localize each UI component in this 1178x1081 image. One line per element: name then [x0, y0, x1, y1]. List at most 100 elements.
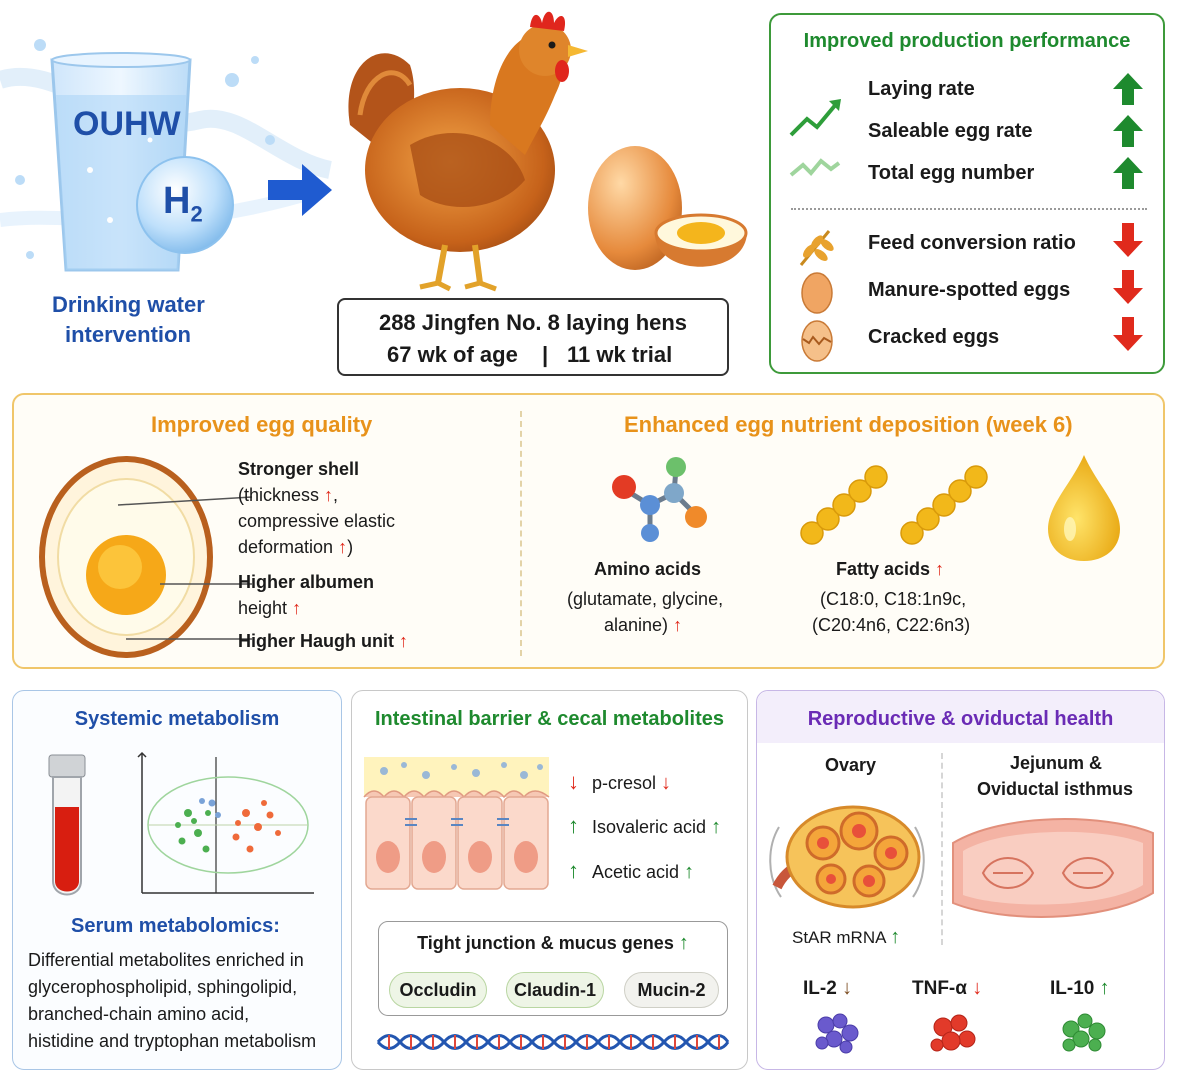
isovaleric-row: Isovaleric acid ↑ [592, 816, 721, 839]
shell-title: Stronger shell [238, 459, 360, 479]
trial-age: 67 wk of age [387, 342, 518, 367]
isovaleric-left-arrow: ↑ [568, 813, 579, 838]
trend-up-icon [789, 99, 841, 177]
amino-acids-line-2: alanine) ↑ [604, 615, 682, 636]
acetic-left-arrow: ↑ [568, 858, 579, 883]
haugh-unit-text: Higher Haugh unit [238, 631, 394, 651]
trial-separator: | [542, 342, 549, 367]
shell-line-3: deformation ↑) [238, 537, 353, 558]
cytokine-tnf: TNF-α ↓ [912, 977, 982, 1000]
il2-label: IL-2 [803, 978, 837, 999]
green-up-arrow-icon: ↑ [684, 861, 695, 883]
jejunum-label-1: Jejunum & [1009, 753, 1102, 773]
isovaleric-label: Isovaleric acid [592, 817, 707, 837]
intestinal-villi-icon [363, 757, 550, 890]
systemic-panel: Systemic metabolism Serum metabolomics: … [12, 690, 342, 1070]
production-divider [791, 208, 1147, 210]
egg-icon [801, 272, 833, 314]
reproductive-divider [941, 753, 943, 945]
trial-duration: 11 wk trial [567, 342, 673, 367]
amino-acid-molecule-icon [612, 457, 707, 542]
green-up-arrow-icon: ↑ [711, 816, 722, 838]
intervention-caption-1: Drinking water [52, 292, 205, 317]
red-down-arrow-icon: ↓ [972, 977, 983, 999]
genes-box: Tight junction & mucus genes ↑ Occludin … [378, 921, 728, 1016]
green-up-arrow-icon: ↑ [678, 932, 689, 954]
h2-letter: H [163, 180, 191, 222]
down-arrow-icon [1113, 223, 1143, 351]
trial-line-1: 288 Jingfen No. 8 laying hens [378, 310, 688, 335]
h2-subscript: 2 [190, 201, 203, 227]
gene-claudin-1: Claudin-1 [506, 972, 604, 1008]
shell-line-2: compressive elastic [238, 511, 396, 531]
eggs-icon [588, 146, 748, 270]
total-egg-number-label: Total egg number [868, 162, 1035, 184]
shell-line-3-paren: ) [347, 537, 354, 557]
oviduct-tissue-icon [952, 818, 1154, 918]
up-arrow-icon [1113, 73, 1143, 189]
cracked-egg-icon [801, 320, 833, 362]
cracked-eggs-label: Cracked eggs [868, 326, 1000, 348]
red-down-arrow-icon: ↓ [661, 772, 672, 794]
reproductive-header-band [757, 691, 1164, 743]
nutrients-title: Enhanced egg nutrient deposition (week 6… [624, 412, 1073, 437]
red-up-arrow-icon: ↑ [338, 537, 348, 557]
egg-quality-panel: Improved egg quality Enhanced egg nutrie… [12, 393, 1165, 669]
green-up-arrow-icon: ↑ [890, 926, 901, 948]
hen-icon [348, 11, 588, 292]
reproductive-title: Reproductive & oviductal health [807, 708, 1114, 730]
water-splash-icon [0, 39, 333, 272]
haugh-unit: Higher Haugh unit ↑ [238, 631, 408, 652]
production-panel: Improved production performance Laying r… [769, 13, 1165, 374]
genes-title: Tight junction & mucus genes ↑ [379, 932, 727, 955]
tnf-cluster-icon [930, 1014, 976, 1052]
genes-title-text: Tight junction & mucus genes [417, 933, 674, 953]
amino-alanine-text: alanine) [604, 615, 669, 635]
shell-deformation-text: deformation [238, 537, 334, 557]
red-up-arrow-icon: ↑ [292, 598, 302, 618]
albumen-line-2: height ↑ [238, 598, 301, 619]
dna-helix-icon [376, 1034, 730, 1050]
systemic-desc-3: branched-chain amino acid, [28, 1004, 250, 1024]
fatty-acids-title-text: Fatty acids [836, 559, 931, 579]
green-up-arrow-icon: ↑ [1099, 977, 1110, 999]
production-title: Improved production performance [803, 30, 1131, 52]
star-mrna-text: StAR mRNA [792, 928, 886, 947]
jejunum-label-2: Oviductal isthmus [976, 779, 1134, 799]
acetic-label: Acetic acid [592, 862, 680, 882]
fatty-acids-title: Fatty acids ↑ [836, 559, 944, 580]
serum-metabolomics-title: Serum metabolomics: [71, 915, 280, 937]
il2-cluster-icon [815, 1013, 859, 1054]
red-up-arrow-icon: ↑ [935, 559, 945, 579]
shell-thickness-text: (thickness [238, 485, 320, 505]
p-cresol-row: p-cresol ↓ [592, 772, 671, 795]
egg-cross-section-icon [39, 456, 253, 658]
cytokine-il2: IL-2 ↓ [803, 977, 852, 1000]
egg-panel-divider [520, 411, 522, 656]
amino-acids-title: Amino acids [594, 559, 702, 579]
albumen-line-1: Higher albumen [238, 572, 375, 592]
systemic-desc-2: glycerophospholipid, sphingolipid, [28, 977, 298, 997]
saleable-egg-rate-label: Saleable egg rate [868, 120, 1033, 142]
fatty-acid-chain-icon [800, 465, 988, 545]
reproductive-panel: Reproductive & oviductal health Ovary Je… [756, 690, 1165, 1070]
wheat-icon [799, 230, 834, 266]
trial-info-box: 288 Jingfen No. 8 laying hens 67 wk of a… [337, 298, 729, 376]
tnf-label: TNF-α [912, 978, 967, 999]
ovary-label: Ovary [825, 755, 877, 775]
intervention-caption-2: intervention [65, 322, 191, 347]
systemic-desc-1: Differential metabolites enriched in [28, 950, 304, 970]
systemic-title: Systemic metabolism [74, 708, 280, 730]
p-cresol-left-arrow: ↓ [568, 769, 579, 794]
laying-rate-label: Laying rate [868, 78, 975, 100]
fatty-acids-line-1: (C18:0, C18:1n9c, [820, 589, 967, 609]
blood-tube-icon [48, 754, 86, 896]
gene-mucin-2: Mucin-2 [624, 972, 719, 1008]
intestinal-panel: Intestinal barrier & cecal metabolites ↓… [351, 690, 748, 1070]
red-up-arrow-icon: ↑ [324, 485, 334, 505]
star-mrna: StAR mRNA ↑ [792, 926, 900, 949]
amino-acids-line-1: (glutamate, glycine, [567, 589, 724, 609]
il10-label: IL-10 [1050, 978, 1095, 999]
red-up-arrow-icon: ↑ [399, 631, 409, 651]
cytokine-il10: IL-10 ↑ [1050, 977, 1110, 1000]
